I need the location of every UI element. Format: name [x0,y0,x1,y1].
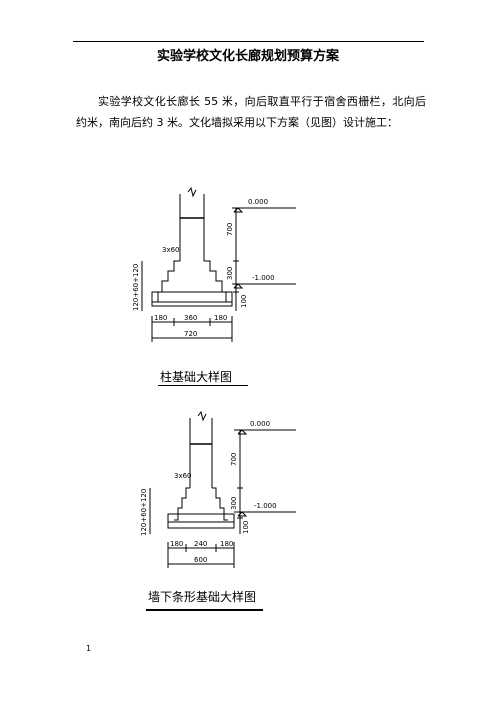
dim-300-label: 300 [230,497,238,510]
step-label: 3x60 [174,472,192,480]
left-dim-label: 120+60+120 [132,264,140,311]
page-number: 1 [86,644,92,653]
base-dim-2: 240 [194,540,207,548]
base-dim-1: 180 [170,540,183,548]
base-dim-1: 180 [154,314,167,322]
dim-700-label: 700 [226,223,234,236]
dim-300-label: 300 [226,267,234,280]
document-title: 实验学校文化长廊规划预算方案 [156,49,339,64]
column-foundation-drawing: 0.000 -1.000 700 300 100 3x60 120+60+120… [132,186,296,387]
elevation-bottom-label: -1.000 [254,502,277,510]
header-rule [73,41,424,42]
elevation-top-label: 0.000 [248,198,268,206]
strip-foundation-drawing: 0.000 -1.000 700 300 100 3x60 120+60+120… [140,410,296,611]
strip-foundation-figure: 0.000 -1.000 700 300 100 3x60 120+60+120… [128,408,298,622]
left-dim-label: 120+60+120 [140,489,148,536]
total-width-label: 720 [184,330,197,338]
step-label: 3x60 [162,246,180,254]
figure-caption: 柱基础大样图 [160,369,232,384]
base-dim-3: 180 [214,314,227,322]
body-paragraph: 实验学校文化长廊长 55 米，向后取直平行于宿舍西栅栏，北向后约米，南向后约 3… [76,95,426,129]
dim-100-label: 100 [242,521,250,534]
elevation-bottom-label: -1.000 [252,274,275,282]
base-dim-3: 180 [220,540,233,548]
column-foundation-figure: 0.000 -1.000 700 300 100 3x60 120+60+120… [128,186,298,390]
total-width-label: 600 [194,556,207,564]
elevation-top-label: 0.000 [250,420,270,428]
base-dim-2: 360 [184,314,197,322]
dim-700-label: 700 [230,453,238,466]
figure-caption: 墙下条形基础大样图 [148,589,256,604]
dim-100-label: 100 [240,295,248,308]
